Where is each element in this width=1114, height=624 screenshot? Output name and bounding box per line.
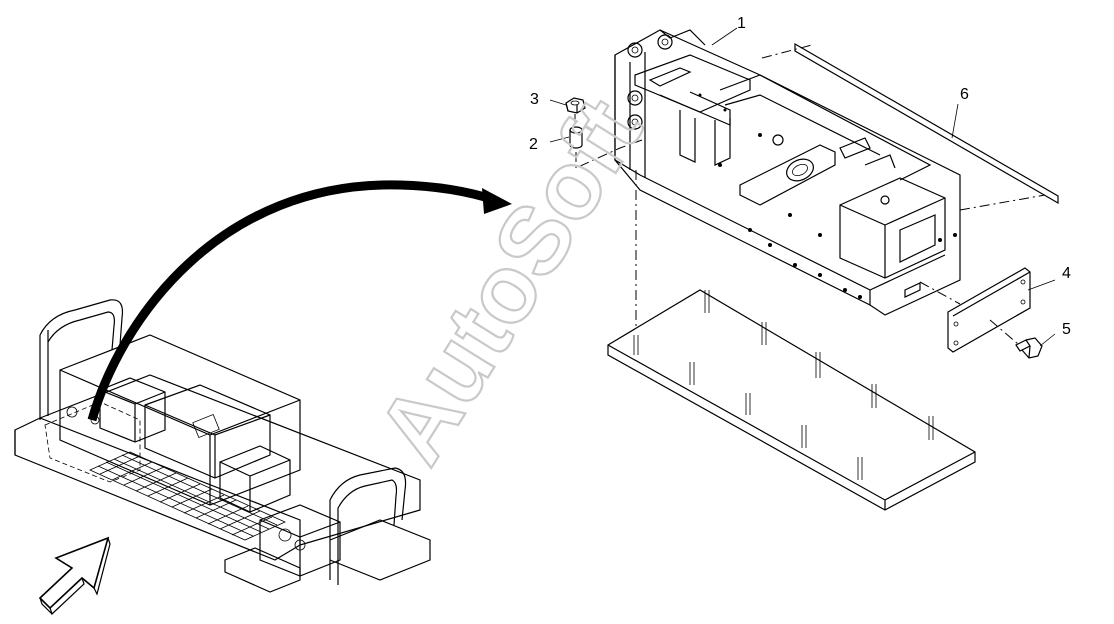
callout-6: 6 (960, 86, 969, 103)
callout-labels: 1 2 3 4 5 6 (529, 15, 1071, 338)
base-plate (607, 289, 976, 511)
part-4-cover (947, 267, 1031, 353)
machine-overview (14, 299, 431, 593)
part-6-strip (794, 42, 1059, 205)
leader-lines (549, 27, 1056, 347)
part-5-bolt (1015, 337, 1043, 359)
callout-4: 4 (1062, 265, 1071, 282)
callout-5: 5 (1062, 321, 1071, 338)
direction-arrow-icon (38, 536, 111, 616)
exploded-view (566, 29, 1059, 511)
watermark-text: AutoSoft (357, 81, 662, 481)
curved-arrow-icon (87, 180, 512, 422)
part-1-frame (614, 29, 961, 316)
part-3-nut (566, 97, 585, 113)
callout-2: 2 (529, 136, 538, 153)
watermark: AutoSoft (356, 80, 664, 483)
part-2-spacer (569, 126, 583, 149)
callout-3: 3 (530, 91, 539, 108)
callout-1: 1 (737, 15, 746, 32)
